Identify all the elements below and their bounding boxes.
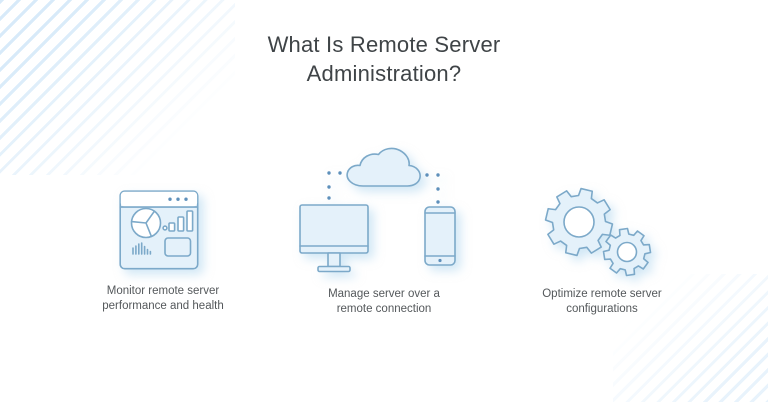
caption-monitor: Monitor remote server performance and he…: [73, 284, 253, 314]
cloud-devices-icon: [299, 147, 456, 273]
page-title: What Is Remote Server Administration?: [0, 30, 768, 88]
browser-header-bar: [120, 191, 198, 207]
cloud-icon: [346, 147, 421, 187]
caption-line: remote connection: [336, 303, 432, 315]
bar-chart-bar: [177, 216, 185, 232]
bar-chart-dot: [162, 225, 168, 231]
caption-line: performance and health: [102, 300, 224, 312]
caption-line: Manage server over a: [328, 288, 440, 300]
smartphone-icon: [424, 206, 456, 266]
caption-optimize: Optimize remote server configurations: [512, 287, 692, 317]
bar-chart-bar: [186, 210, 194, 232]
connection-dots-left: [327, 171, 342, 200]
large-gear-hole: [563, 206, 595, 238]
window-dot-icon: [168, 197, 172, 201]
caption-manage: Manage server over a remote connection: [294, 287, 474, 317]
panel-rect: [164, 237, 192, 257]
gears-icon: [544, 187, 652, 277]
page-title-line-1: What Is Remote Server: [267, 32, 501, 57]
bar-chart-bar: [168, 222, 176, 232]
pie-chart-slices: [130, 210, 156, 238]
caption-line: configurations: [566, 303, 638, 315]
caption-line: Optimize remote server: [542, 288, 662, 300]
page-title-line-2: Administration?: [306, 61, 462, 86]
small-gear-hole: [616, 241, 638, 263]
sparkline-bars: [132, 242, 152, 255]
window-dot-icon: [184, 197, 188, 201]
dashboard-window-icon: [119, 190, 199, 270]
desktop-monitor-icon: [299, 204, 369, 273]
connection-dots-right: [425, 173, 440, 204]
window-dot-icon: [176, 197, 180, 201]
caption-line: Monitor remote server: [106, 285, 220, 297]
